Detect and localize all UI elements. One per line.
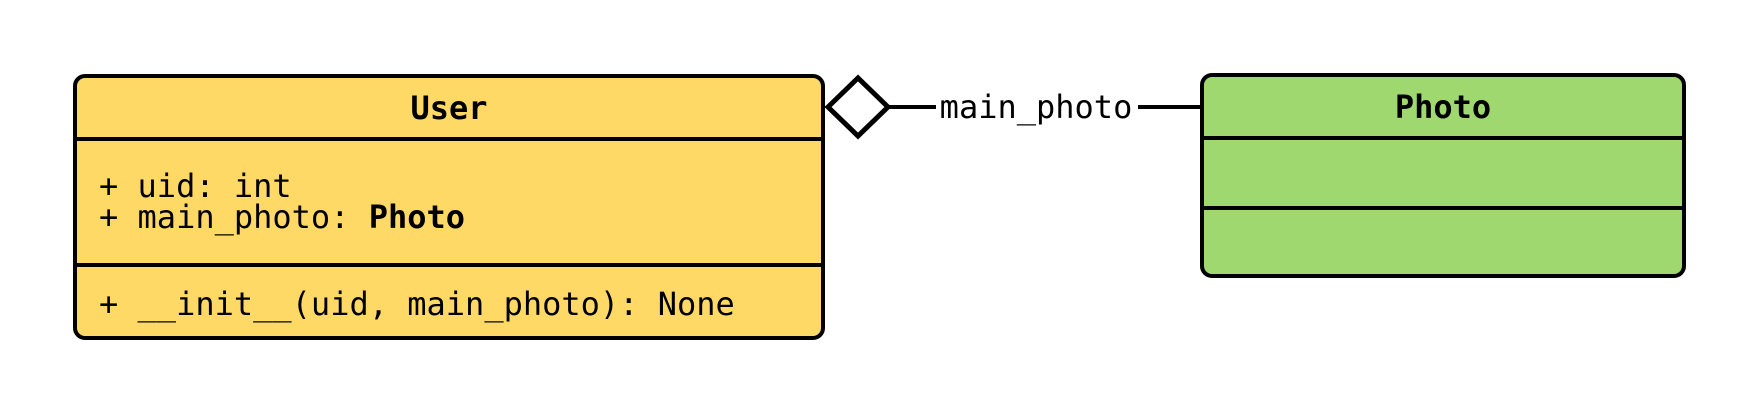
class-photo-attributes-compartment — [1204, 140, 1682, 210]
attribute-line: + uid: int — [99, 170, 821, 202]
attribute-text: + main_photo: — [99, 198, 369, 236]
class-photo-name: Photo — [1394, 87, 1492, 126]
method-line: + __init__(uid, main_photo): None — [99, 284, 735, 323]
attribute-line: + main_photo: Photo — [99, 201, 821, 233]
attribute-text: + uid: int — [99, 167, 292, 205]
class-user-attributes-compartment: + uid: int + main_photo: Photo — [77, 141, 821, 267]
aggregation-diamond-icon — [824, 74, 892, 140]
class-user-methods-compartment: + __init__(uid, main_photo): None — [77, 267, 821, 336]
class-node-photo: Photo — [1200, 73, 1686, 278]
class-photo-methods-compartment — [1204, 210, 1682, 274]
attribute-type: Photo — [368, 198, 466, 236]
class-user-name: User — [410, 88, 488, 127]
relationship-label: main_photo — [939, 88, 1133, 126]
class-user-title: User — [77, 78, 821, 141]
class-photo-title: Photo — [1204, 77, 1682, 140]
class-node-user: User + uid: int + main_photo: Photo + __… — [73, 74, 825, 340]
